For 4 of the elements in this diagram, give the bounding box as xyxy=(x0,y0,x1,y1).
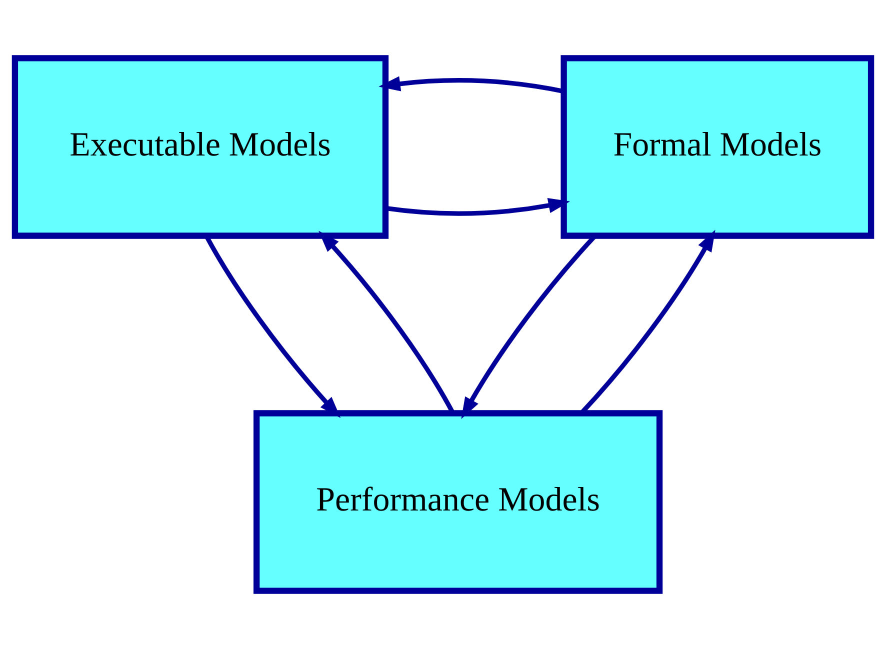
arrow xyxy=(378,76,564,94)
node-box: Executable Models xyxy=(12,55,389,239)
node-box: Formal Models xyxy=(560,55,874,239)
node-box: Performance Models xyxy=(253,410,663,594)
